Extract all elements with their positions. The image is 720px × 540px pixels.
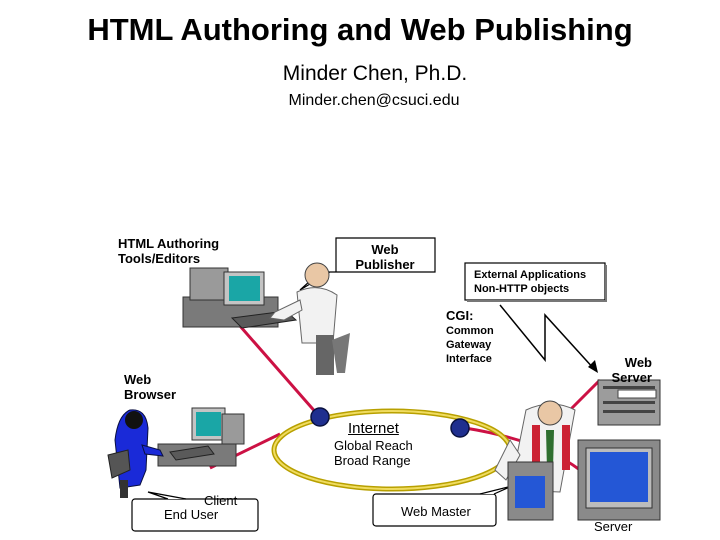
web-master-label: Web Master [401, 504, 471, 519]
authoring-tools-line-2: Tools/Editors [118, 251, 201, 266]
server-label: Server [594, 519, 633, 534]
cgi-line-2: Gateway [446, 339, 492, 351]
external-apps-line-1: External Applications [474, 269, 587, 281]
external-apps-callout [464, 262, 606, 301]
page-title: HTML Authoring and Web Publishing [87, 12, 633, 47]
web-publisher-person-icon [269, 262, 350, 375]
cgi-description: Common Gateway Interface [446, 324, 494, 366]
authoring-tools-label: HTML Authoring Tools/Editors [118, 236, 219, 266]
cgi-label: CGI: [446, 308, 474, 323]
web-browser-line-2: Browser [124, 387, 177, 402]
end-user-label: End User [164, 507, 219, 522]
web-publisher-label: Web Publisher [340, 242, 430, 272]
external-apps-line-2: Non-HTTP objects [474, 283, 570, 295]
end-user-callout [131, 498, 259, 532]
internet-description: Global Reach Broad Range [334, 438, 413, 468]
author-name: Minder Chen, Ph.D. [282, 62, 468, 85]
cgi-line-3: Interface [446, 353, 492, 365]
broad-range-label: Broad Range [334, 453, 411, 468]
web-browser-line-1: Web [124, 372, 152, 387]
client-label: Client [204, 493, 238, 508]
web-server-line-2: Server [611, 370, 652, 385]
client-computer-icon [157, 407, 245, 467]
internet-label: Internet [348, 420, 399, 437]
server-icon [507, 379, 661, 521]
author-email: Minder.chen@csuci.edu [288, 92, 460, 109]
internet-node-right [450, 418, 470, 438]
web-server-label: Web Server [600, 355, 652, 385]
cgi-lightning-line [499, 304, 596, 371]
web-publisher-line-1: Web [371, 242, 399, 257]
global-reach-label: Global Reach [334, 438, 413, 453]
internet-node-left [310, 407, 330, 427]
publisher-computer-icon [182, 267, 298, 329]
authoring-tools-line-1: HTML Authoring [118, 236, 220, 251]
web-master-callout [372, 493, 497, 527]
web-publisher-line-2: Publisher [355, 257, 415, 272]
cgi-line-1: Common [446, 325, 494, 337]
web-server-line-1: Web [624, 355, 652, 370]
external-apps-label: External Applications Non-HTTP objects [474, 268, 586, 296]
end-user-person-icon [107, 409, 164, 498]
web-browser-label: Web Browser [124, 372, 176, 402]
